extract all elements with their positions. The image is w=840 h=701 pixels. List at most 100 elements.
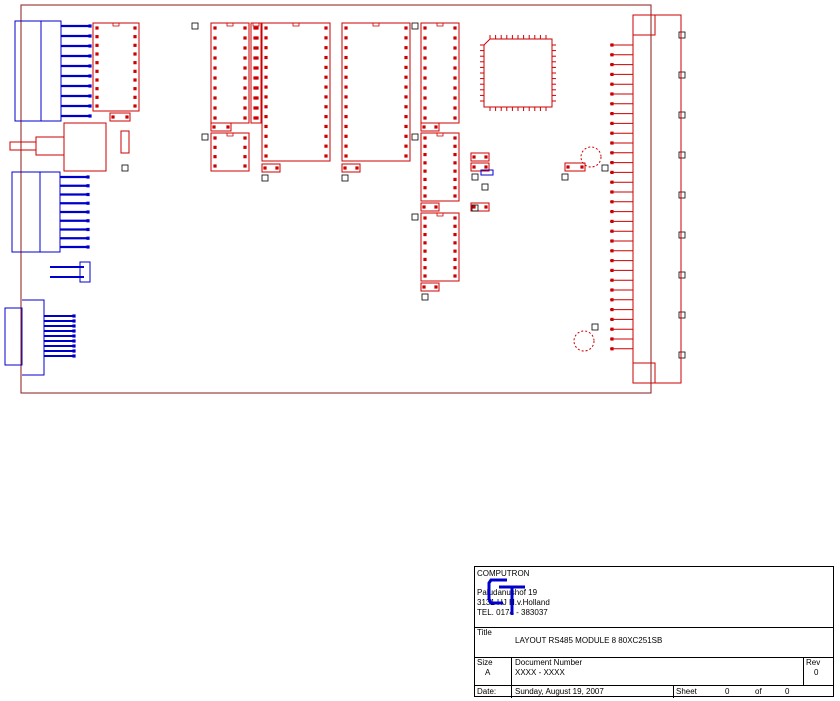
pad [264, 144, 268, 148]
pad [453, 266, 457, 270]
ref-marker [191, 22, 199, 30]
pad [453, 241, 457, 245]
part-body [470, 162, 490, 172]
pad [453, 144, 457, 148]
pad [125, 115, 129, 119]
pad [324, 144, 328, 148]
pad [423, 177, 427, 182]
pad [324, 26, 328, 30]
pad [324, 134, 328, 138]
pad [610, 141, 614, 145]
pad [213, 66, 217, 70]
pad [213, 36, 217, 40]
small-part [261, 163, 281, 173]
pad [133, 52, 137, 56]
pad [253, 36, 257, 40]
pad [324, 65, 328, 69]
pad [344, 36, 348, 40]
ic-notch [436, 133, 444, 137]
edge-connector-latch [632, 362, 656, 383]
company-logo [487, 578, 525, 615]
ref-marker [411, 133, 419, 141]
small-part [420, 282, 440, 292]
pad [133, 61, 137, 65]
ref-marker [678, 71, 686, 79]
pad [610, 180, 614, 184]
pad [610, 268, 614, 272]
pad [404, 154, 408, 158]
pad [243, 36, 247, 40]
pad [453, 216, 457, 220]
crystal [480, 169, 494, 176]
pad [133, 87, 137, 91]
part-body [470, 152, 490, 162]
part-body [420, 122, 440, 132]
ic-dip [261, 22, 331, 162]
pad [453, 194, 457, 198]
pad [95, 95, 99, 99]
pad [453, 186, 457, 190]
pad [580, 165, 584, 169]
ic-notch [436, 23, 444, 27]
pad [88, 84, 92, 88]
ref-marker [678, 151, 686, 159]
pad [264, 105, 268, 109]
pad [213, 56, 217, 60]
sheet-value: 0 [725, 687, 730, 696]
ic-notch [436, 213, 444, 217]
pad [610, 219, 614, 223]
pad [423, 76, 427, 80]
pad [610, 308, 614, 312]
ref-marker [341, 174, 349, 182]
pad [324, 85, 328, 89]
connectors [4, 14, 682, 384]
ic-dip [420, 212, 460, 282]
pad [423, 241, 427, 245]
pad [243, 106, 247, 110]
pad [422, 285, 426, 289]
pad [213, 46, 217, 50]
pad [610, 161, 614, 165]
pad [453, 66, 457, 70]
pad [133, 69, 137, 73]
pad [133, 43, 137, 47]
ref-marker [678, 311, 686, 319]
pad [133, 78, 137, 82]
pad [255, 46, 259, 50]
pad [226, 125, 230, 129]
pad [213, 86, 217, 90]
ic-dip [250, 22, 262, 124]
pad [610, 259, 614, 263]
ref-marker [471, 204, 479, 212]
pad [324, 95, 328, 99]
pad [453, 136, 457, 140]
pad [213, 155, 217, 159]
size-value: A [485, 668, 491, 677]
pad [243, 136, 247, 140]
part-body [341, 163, 361, 173]
edge-connector-latch [632, 15, 656, 36]
pad [453, 232, 457, 237]
dsub-body [4, 307, 23, 366]
pad [243, 155, 247, 159]
title-section: Title LAYOUT RS485 MODULE 8 80XC251SB [475, 627, 833, 658]
pad [72, 319, 76, 323]
small-part [420, 202, 440, 212]
edge-connector [610, 14, 682, 384]
company-section: COMPUTRON Paludanushof 19 3131 HJ H.v.Ho… [475, 567, 833, 628]
pad [404, 65, 408, 69]
pad [72, 324, 76, 328]
pad [253, 76, 257, 80]
pad [344, 115, 348, 119]
ref-marker [201, 133, 209, 141]
ref-marker [678, 271, 686, 279]
pad [610, 210, 614, 214]
pad [88, 64, 92, 68]
header-connector [14, 20, 92, 122]
pcb-layout [4, 4, 686, 394]
ic-body [92, 22, 140, 112]
pad [472, 205, 476, 209]
pad [355, 166, 359, 170]
pad [243, 145, 247, 149]
pad [610, 200, 614, 204]
